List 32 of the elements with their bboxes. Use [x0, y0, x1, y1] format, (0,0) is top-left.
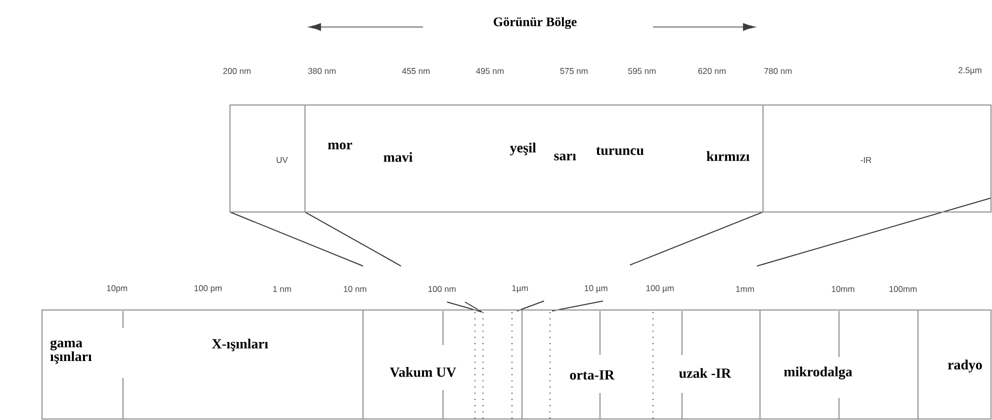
region-label: mikrodalga	[784, 366, 852, 380]
visible-band-cell: mor mavi yeşil sarı turuncu kırmızı	[304, 104, 764, 212]
scale-label: 495 nm	[476, 68, 504, 74]
scale-label: 100 µm	[646, 285, 674, 293]
scale-label: 595 nm	[628, 68, 656, 74]
scale-label: 100 nm	[428, 286, 456, 292]
scale-label: 380 nm	[308, 68, 336, 74]
scale-label: 1mm	[736, 286, 754, 292]
title: Görünür Bölge	[494, 17, 577, 29]
scale-label: 100 pm	[194, 285, 222, 293]
scale-label: 620 nm	[698, 68, 726, 74]
scale-label: 10 nm	[344, 286, 366, 292]
scale-label: 10 µm	[584, 285, 608, 293]
scale-label: 10mm	[832, 286, 854, 292]
scale-label: 1 nm	[273, 286, 291, 292]
band-cell: UV	[230, 104, 306, 212]
scale-label: 2.5µm	[958, 67, 982, 75]
region-label: gama ışınları	[50, 340, 92, 364]
region-label: orta-IR	[570, 370, 615, 380]
scale-label: 10pm	[107, 285, 128, 293]
band-cell: -IR	[762, 104, 992, 212]
region-label: X-ışınları	[212, 338, 268, 352]
scale-label: 455 nm	[402, 68, 430, 74]
scale-label: 575 nm	[560, 68, 588, 74]
scale-label: 780 nm	[764, 68, 792, 74]
region-label: Vakum UV	[390, 367, 456, 377]
region-label: uzak -IR	[679, 368, 732, 378]
band	[42, 310, 992, 420]
scale-label: 200 nm	[223, 68, 251, 74]
scale-label: 100mm	[890, 286, 917, 292]
region-label: radyo	[948, 360, 982, 372]
scale-label: 1µm	[512, 285, 528, 293]
